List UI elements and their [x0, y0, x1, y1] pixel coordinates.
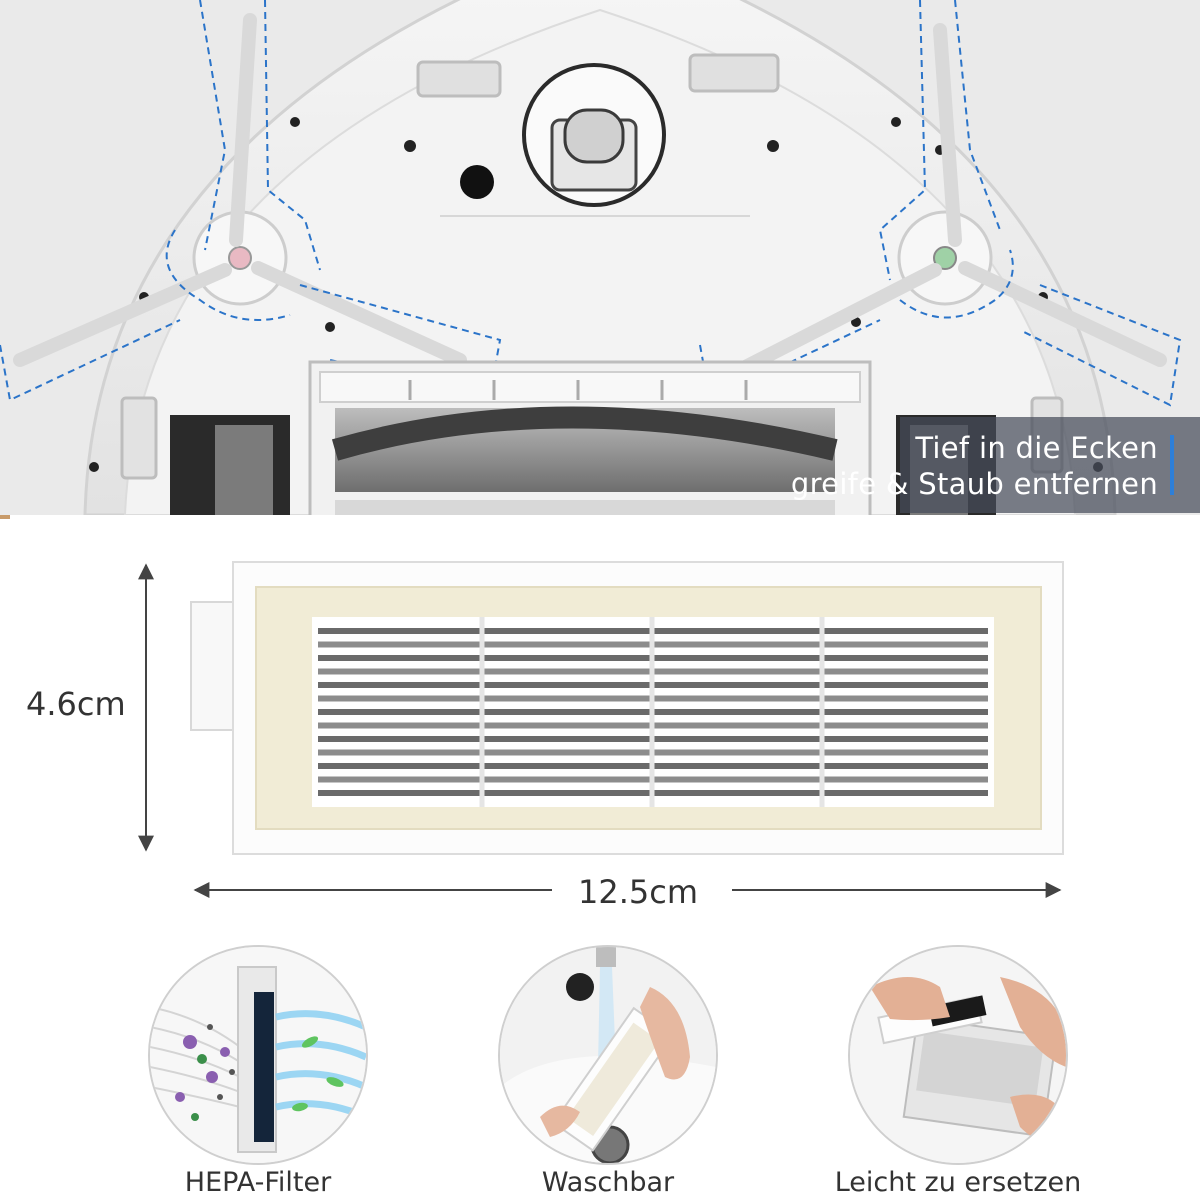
filter-dimension-drawing [138, 561, 1064, 898]
robot-underside-photo: Tief in die Ecken greife & Staub entfern… [0, 0, 1200, 515]
feature-hepa: HEPA-Filter [148, 945, 368, 1200]
hepa-filter-image [190, 561, 1064, 855]
corner-accent [0, 515, 10, 519]
washable-under-tap-icon [498, 945, 718, 1165]
feature-replace: Leicht zu ersetzen [835, 945, 1081, 1200]
banner-accent-bar [1170, 435, 1174, 495]
feature-banner: Tief in die Ecken greife & Staub entfern… [791, 417, 1200, 513]
filter-width-label: 12.5cm [578, 873, 699, 911]
feature-washable-label: Waschbar [541, 1167, 675, 1198]
hepa-filter-airflow-icon [148, 945, 368, 1165]
feature-hepa-label: HEPA-Filter [184, 1167, 332, 1198]
easy-replace-hands-icon [848, 945, 1068, 1165]
feature-replace-label: Leicht zu ersetzen [834, 1167, 1082, 1198]
feature-washable: Waschbar [498, 945, 718, 1200]
filter-height-label: 4.6cm [26, 685, 126, 723]
banner-line-2: greife & Staub entfernen [790, 467, 1158, 501]
banner-line-1: Tief in die Ecken [915, 431, 1158, 465]
robot-underside-illustration [0, 0, 1200, 515]
